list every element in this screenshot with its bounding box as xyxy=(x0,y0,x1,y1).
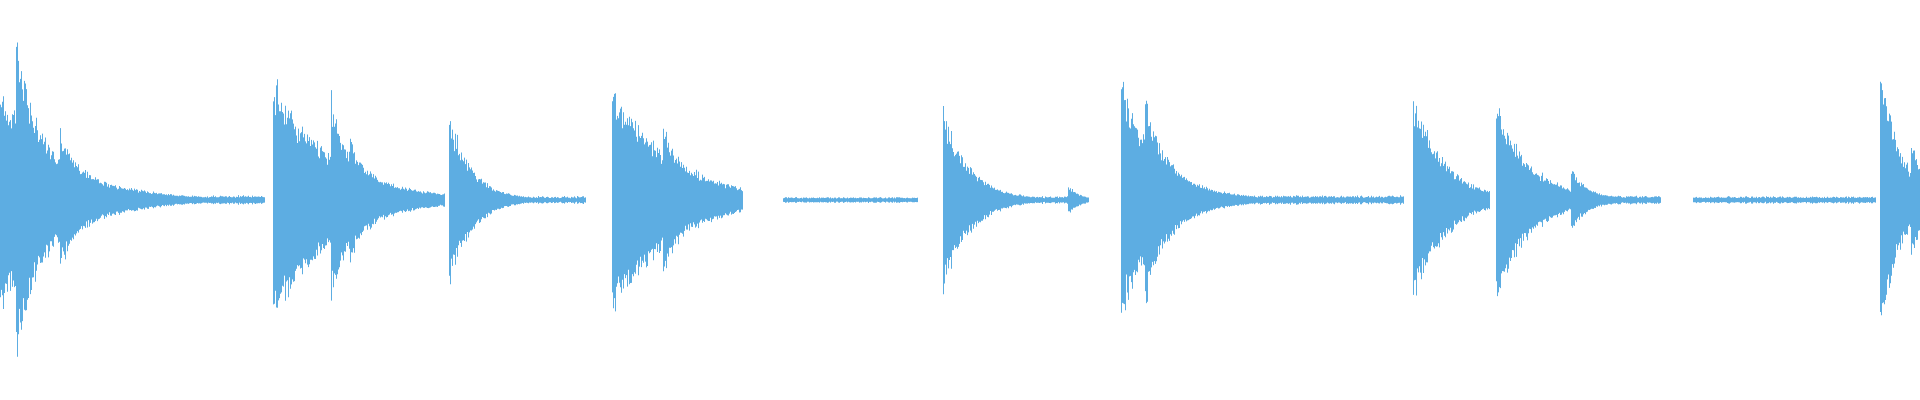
waveform-path xyxy=(0,42,1920,357)
waveform-bars xyxy=(0,42,1920,357)
